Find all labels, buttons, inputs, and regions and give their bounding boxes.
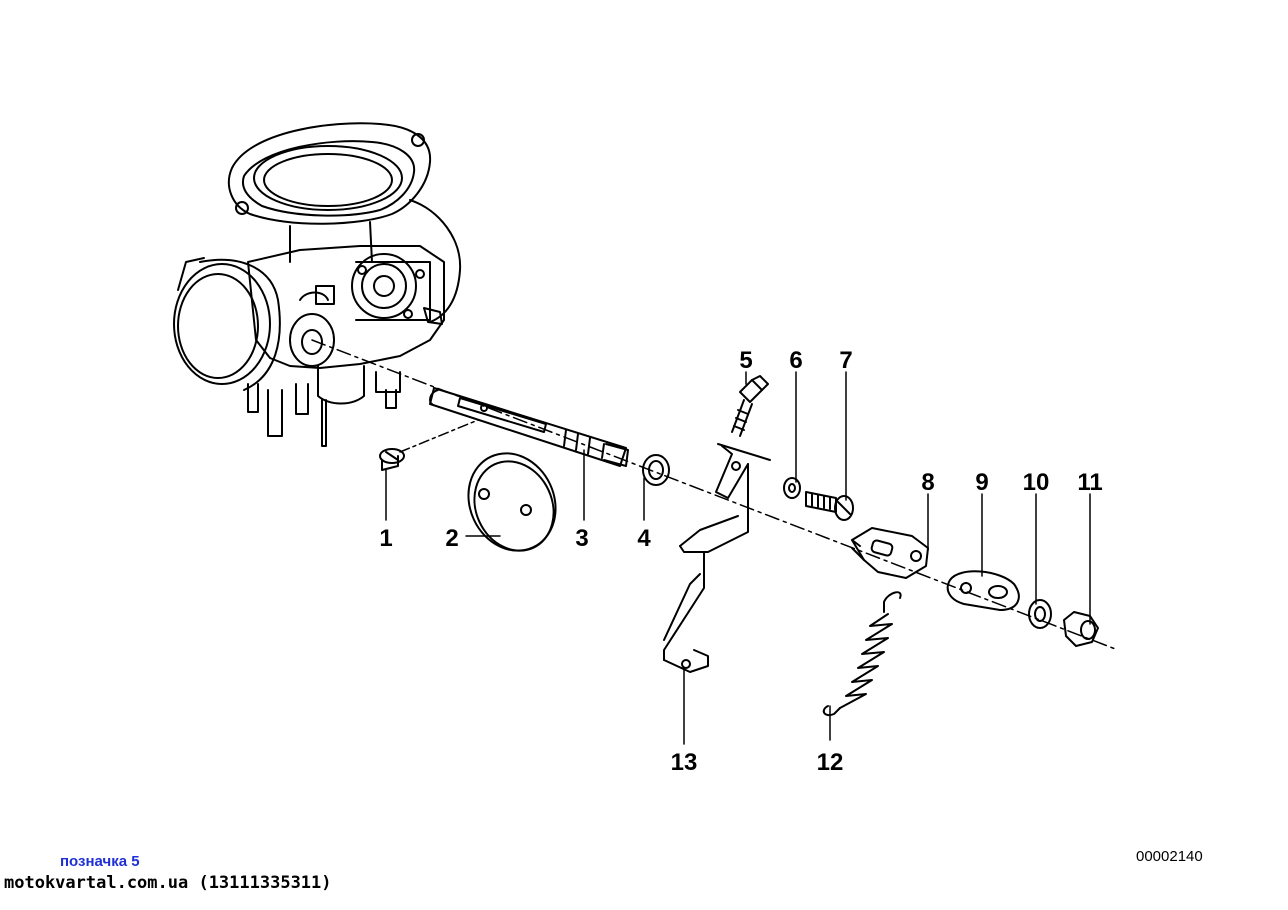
part-plate	[946, 570, 1020, 611]
callout-11: 11	[1077, 469, 1102, 496]
diagram-id: 00002140	[1136, 848, 1203, 865]
callout-8: 8	[921, 469, 934, 496]
carburetor-body	[173, 122, 462, 447]
part-return-spring	[822, 591, 902, 716]
callout-2: 2	[445, 525, 458, 552]
note-label: позначка 5	[60, 853, 140, 870]
part-screw	[379, 419, 479, 471]
callout-12: 12	[817, 749, 844, 776]
callout-13: 13	[671, 749, 698, 776]
callout-9: 9	[975, 469, 988, 496]
callout-1: 1	[379, 525, 392, 552]
part-lever	[851, 527, 929, 579]
callout-4: 4	[637, 525, 651, 552]
part-lock-washer	[1028, 599, 1052, 629]
part-small-washer	[783, 477, 801, 499]
callout-7: 7	[839, 347, 852, 374]
callout-3: 3	[575, 525, 588, 552]
assembly-axis-line	[311, 339, 1119, 651]
callout-6: 6	[789, 347, 802, 374]
part-washer	[642, 454, 670, 486]
callouts: 1 2 3 4 5 6 7 8 9 10 11 12 13	[379, 347, 1102, 776]
leader-lines	[385, 371, 1091, 745]
part-adjusting-screw	[731, 375, 769, 437]
part-nut	[1063, 611, 1099, 647]
part-throttle-disc	[467, 452, 557, 552]
part-bracket	[663, 443, 771, 673]
callout-5: 5	[739, 347, 752, 374]
footer-source: motokvartal.com.ua (13111335311)	[4, 873, 332, 893]
part-throttle-shaft	[429, 387, 629, 467]
callout-10: 10	[1023, 469, 1050, 496]
part-stop-screw	[805, 491, 854, 521]
